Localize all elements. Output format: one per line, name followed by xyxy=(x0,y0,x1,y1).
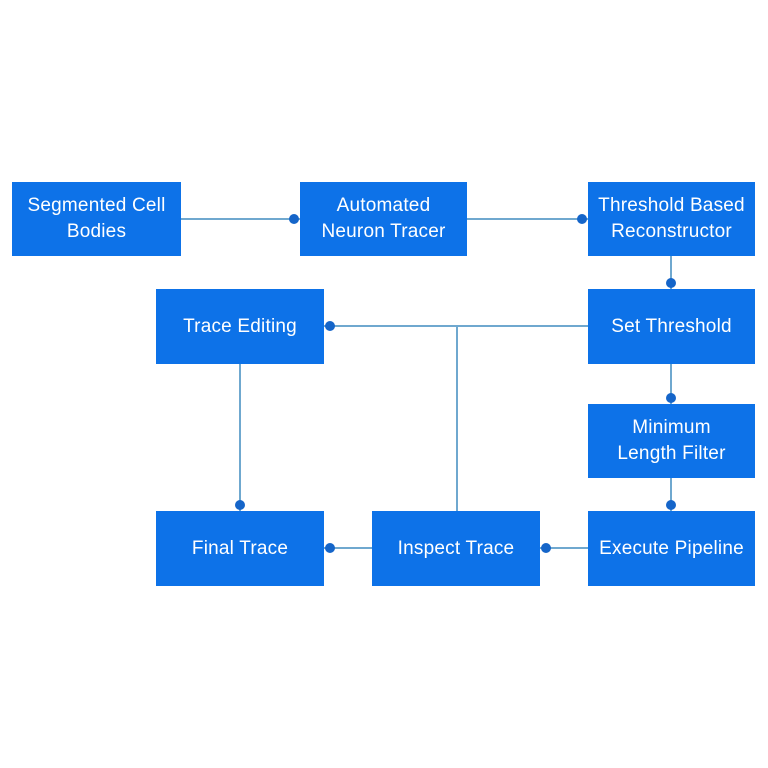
node-label: Minimum Length Filter xyxy=(617,417,726,464)
connector-endpoint-dot xyxy=(666,393,676,403)
node-final-trace[interactable]: Final Trace xyxy=(156,511,324,586)
connector-endpoint-dot xyxy=(235,500,245,510)
node-label: Threshold Based Reconstructor xyxy=(598,195,745,242)
connector-endpoint-dot xyxy=(666,278,676,288)
node-label: Trace Editing xyxy=(183,315,297,337)
connector-endpoint-dot xyxy=(666,500,676,510)
connector-endpoint-dot xyxy=(325,321,335,331)
node-execute-pipeline[interactable]: Execute Pipeline xyxy=(588,511,755,586)
edge-set-threshold-to-filter xyxy=(666,364,676,404)
node-inspect-trace[interactable]: Inspect Trace xyxy=(372,511,540,586)
edge-inspect-to-final-trace xyxy=(324,543,372,553)
edge-segmented-to-tracer xyxy=(181,214,300,224)
node-threshold-based-reconstructor[interactable]: Threshold Based Reconstructor xyxy=(588,182,755,256)
edge-filter-to-execute-pipeline xyxy=(666,478,676,511)
node-trace-editing[interactable]: Trace Editing xyxy=(156,289,324,364)
node-minimum-length-filter[interactable]: Minimum Length Filter xyxy=(588,404,755,478)
node-label: Inspect Trace xyxy=(397,537,515,559)
node-label: Segmented Cell Bodies xyxy=(27,195,166,242)
connector-endpoint-dot xyxy=(541,543,551,553)
node-automated-neuron-tracer[interactable]: Automated Neuron Tracer xyxy=(300,182,467,256)
connector-endpoint-dot xyxy=(325,543,335,553)
node-segmented-cell-bodies[interactable]: Segmented Cell Bodies xyxy=(12,182,181,256)
edge-reconstructor-to-set-threshold xyxy=(666,256,676,289)
connector-endpoint-dot xyxy=(577,214,587,224)
connector-endpoint-dot xyxy=(289,214,299,224)
node-label: Final Trace xyxy=(191,537,289,559)
node-set-threshold[interactable]: Set Threshold xyxy=(588,289,755,364)
node-label: Automated Neuron Tracer xyxy=(321,195,446,242)
edge-tracer-to-reconstructor xyxy=(467,214,588,224)
edge-trace-editing-to-final-trace xyxy=(235,364,245,511)
node-label: Execute Pipeline xyxy=(599,537,744,559)
edge-execute-to-inspect-trace xyxy=(540,543,588,553)
node-label: Set Threshold xyxy=(611,315,732,337)
